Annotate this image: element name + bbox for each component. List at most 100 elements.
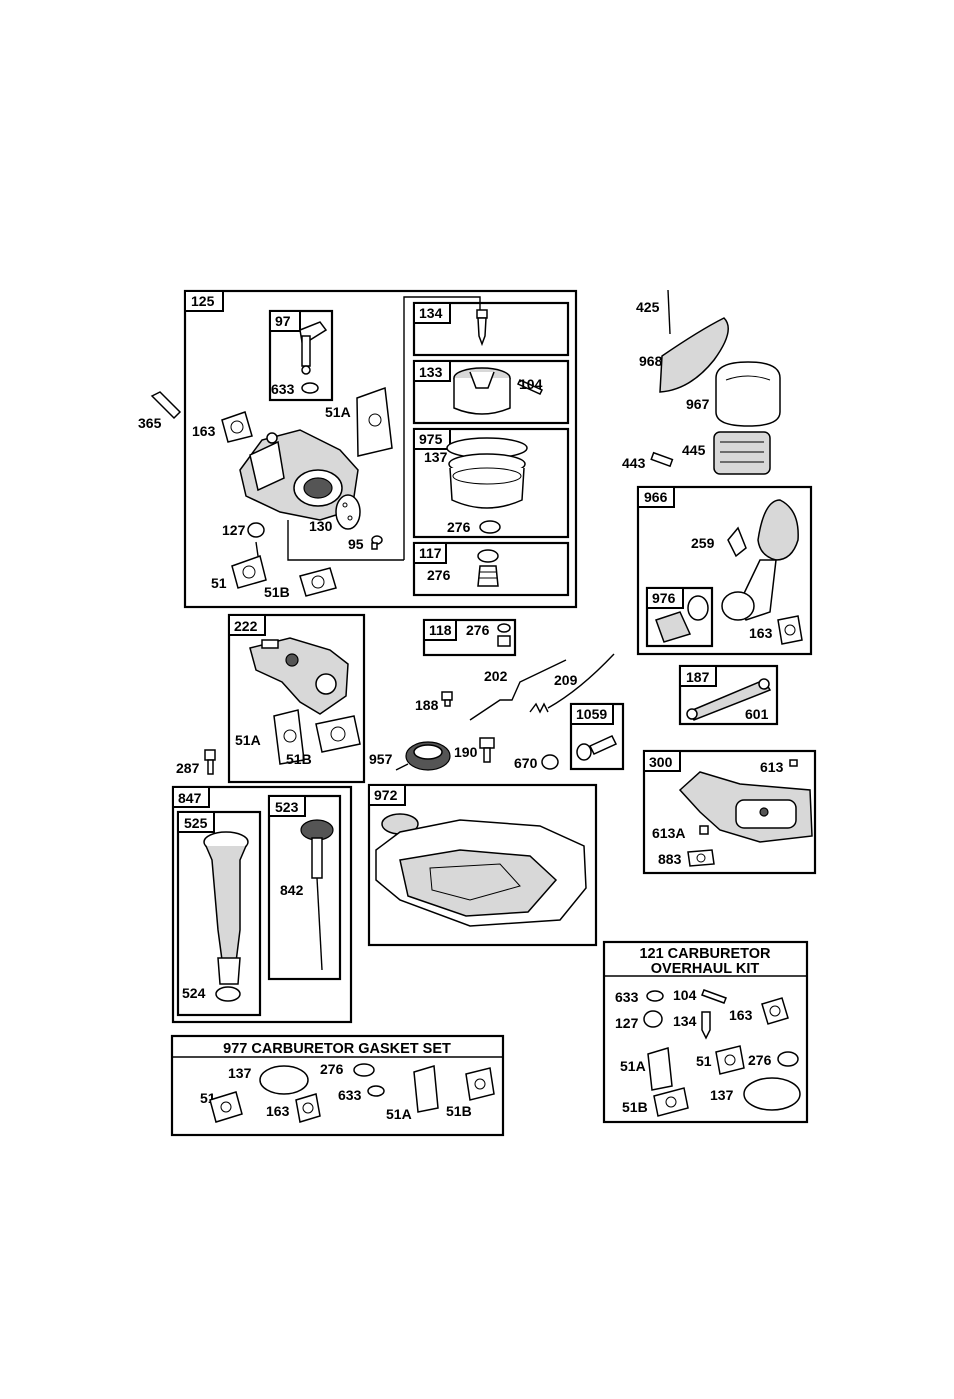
label-276-b: 276 — [427, 567, 451, 583]
gasket-51a-part — [356, 386, 393, 457]
group-118: 118 276 — [422, 618, 517, 657]
cover-968-part — [659, 317, 729, 393]
label-137-c: 137 — [228, 1065, 252, 1081]
box-label-187: 187 — [686, 669, 710, 685]
gasket-set-977: 977 CARBURETOR GASKET SET 137 276 51 163… — [170, 1034, 505, 1137]
spring-209-part — [529, 653, 615, 714]
label-127: 127 — [222, 522, 246, 538]
label-259: 259 — [691, 535, 715, 551]
screw-188-part — [441, 691, 453, 707]
governor-control-part — [249, 637, 349, 715]
screw-613a-part — [699, 825, 709, 835]
muffler-300-part — [678, 771, 813, 843]
gasket-51a-c-part — [647, 1047, 673, 1091]
gasket-51-part — [231, 541, 267, 589]
label-137: 137 — [424, 449, 448, 465]
link-202-part — [469, 659, 567, 721]
label-957: 957 — [369, 751, 393, 767]
group-300: 300 613 613A 883 — [642, 749, 817, 875]
screw-613-part — [789, 759, 798, 767]
filter-967-part — [715, 361, 781, 427]
box-label-972: 972 — [374, 787, 398, 803]
box-label-847: 847 — [178, 790, 202, 806]
box-label-117: 117 — [419, 545, 442, 561]
group-972: 972 — [367, 783, 598, 947]
dipstick-tube-part — [203, 831, 249, 985]
box-label-97: 97 — [275, 313, 291, 329]
label-842: 842 — [280, 882, 304, 898]
label-51-c: 51 — [696, 1053, 712, 1069]
label-163: 163 — [192, 423, 216, 439]
box-label-1059: 1059 — [576, 706, 607, 722]
label-163-d: 163 — [266, 1103, 290, 1119]
float-part — [453, 367, 511, 415]
fuel-tank-part — [375, 813, 587, 927]
pulley-957-part — [395, 741, 451, 771]
box-label-300: 300 — [649, 754, 673, 770]
screw-287-part — [204, 749, 216, 775]
gasket-51a-d-part — [413, 1065, 439, 1113]
box-label-523: 523 — [275, 799, 299, 815]
box-label-134: 134 — [419, 305, 443, 321]
needle-134-b-part — [701, 1011, 711, 1040]
label-967: 967 — [686, 396, 710, 412]
box-label-976: 976 — [652, 590, 676, 606]
label-51a-c: 51A — [620, 1058, 646, 1074]
bushing-670-part — [541, 754, 559, 770]
plug-127-part — [247, 522, 265, 538]
label-633: 633 — [271, 381, 295, 397]
group-222: 222 51A 51B — [227, 613, 366, 784]
overhaul-kit-title-line2: OVERHAUL KIT — [651, 961, 760, 977]
label-670: 670 — [514, 755, 538, 771]
gasket-883-part — [687, 849, 715, 867]
gasket-51-c-part — [715, 1045, 745, 1075]
label-130: 130 — [309, 518, 333, 534]
label-51b: 51B — [264, 584, 290, 600]
overhaul-kit-title-line1: 121 CARBURETOR — [639, 946, 771, 962]
gasket-51b-d-part — [465, 1067, 495, 1101]
gasket-51-d-part — [209, 1091, 243, 1123]
label-202: 202 — [484, 668, 508, 684]
gasket-51b-b-part — [315, 715, 361, 753]
label-163-c: 163 — [729, 1007, 753, 1023]
washer-633-part — [301, 382, 319, 394]
label-276-e: 276 — [320, 1061, 344, 1077]
gasket-51a-b-part — [273, 709, 305, 765]
label-613a: 613A — [652, 825, 685, 841]
box-label-975: 975 — [419, 431, 443, 447]
connector-line — [287, 520, 404, 561]
label-209: 209 — [554, 672, 578, 688]
label-633-c: 633 — [338, 1087, 362, 1103]
group-847: 847 525 524 523 842 — [171, 785, 353, 1024]
group-125: 125 97 633 134 133 104 — [183, 289, 578, 609]
bolt-1059-part — [588, 735, 618, 755]
group-966: 966 259 163 976 — [636, 485, 813, 656]
tube-976-part — [655, 595, 709, 643]
label-134-b: 134 — [673, 1013, 697, 1029]
washer-276-part — [477, 549, 499, 563]
connector-line — [403, 296, 481, 560]
label-190: 190 — [454, 744, 478, 760]
screw-118-part — [497, 635, 511, 647]
label-51a-d: 51A — [386, 1106, 412, 1122]
label-276: 276 — [447, 519, 471, 535]
screw-443-part — [650, 451, 674, 468]
label-51b-c: 51B — [622, 1099, 648, 1115]
air-base-part — [721, 499, 799, 621]
float-bowl-part — [446, 437, 528, 509]
dipstick-part — [300, 819, 334, 971]
box-label-525: 525 — [184, 815, 208, 831]
bowl-nut-part — [477, 565, 499, 587]
label-287: 287 — [176, 760, 200, 776]
label-601: 601 — [745, 706, 769, 722]
label-276-c: 276 — [466, 622, 490, 638]
gasket-163-part — [221, 411, 253, 443]
label-127-b: 127 — [615, 1015, 639, 1031]
group-187: 187 601 — [678, 664, 779, 726]
label-137-b: 137 — [710, 1087, 734, 1103]
label-613: 613 — [760, 759, 784, 775]
choke-shaft-part — [299, 321, 328, 375]
gasket-51b-c-part — [653, 1087, 689, 1117]
box-label-133: 133 — [419, 364, 443, 380]
